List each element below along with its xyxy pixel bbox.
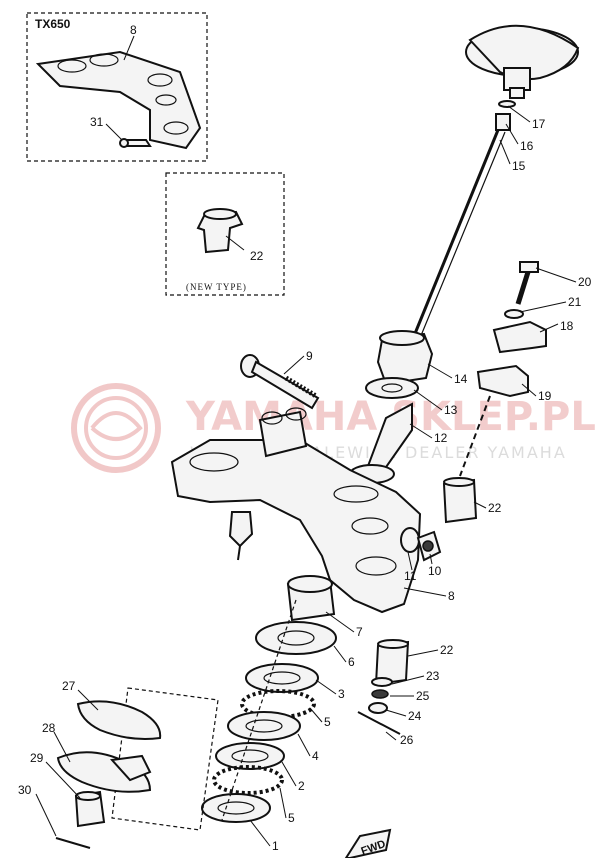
pinch-bolt bbox=[240, 354, 320, 410]
lower-bearing-stack bbox=[201, 575, 337, 823]
callout-8-main: 8 bbox=[448, 589, 455, 603]
callout-26: 26 bbox=[400, 733, 414, 747]
callout-22-fork: 22 bbox=[488, 501, 502, 515]
callout-10: 10 bbox=[428, 564, 442, 578]
left-lower-parts bbox=[55, 687, 219, 849]
watermark: YAMAHA SKLEP.PL WOJCIECH MALEWICZ DEALER… bbox=[71, 383, 596, 473]
callout-22-new-type: 22 bbox=[250, 249, 264, 263]
callout-18: 18 bbox=[560, 319, 574, 333]
callout-7: 7 bbox=[356, 625, 363, 639]
tx650-inset: TX650 bbox=[26, 12, 208, 162]
callout-28: 28 bbox=[42, 721, 56, 735]
callout-labels: 8 31 22 17 16 15 20 21 18 9 14 19 13 12 … bbox=[18, 23, 592, 853]
callout-29: 29 bbox=[30, 751, 44, 765]
callout-22-lower: 22 bbox=[440, 643, 454, 657]
callout-5-upper: 5 bbox=[324, 715, 331, 729]
callout-19: 19 bbox=[538, 389, 552, 403]
callout-14: 14 bbox=[454, 372, 468, 386]
callout-13: 13 bbox=[444, 403, 458, 417]
new-type-label: (NEW TYPE) bbox=[186, 282, 247, 292]
callout-3: 3 bbox=[338, 687, 345, 701]
callout-2: 2 bbox=[298, 779, 305, 793]
callout-4: 4 bbox=[312, 749, 319, 763]
callout-15: 15 bbox=[512, 159, 526, 173]
callout-11: 11 bbox=[404, 569, 417, 583]
new-type-inset: (NEW TYPE) bbox=[165, 172, 285, 296]
callout-25: 25 bbox=[416, 689, 430, 703]
callout-9: 9 bbox=[306, 349, 313, 363]
right-lower-small-parts bbox=[357, 639, 410, 735]
callout-16: 16 bbox=[520, 139, 534, 153]
callout-6: 6 bbox=[348, 655, 355, 669]
callout-27: 27 bbox=[62, 679, 76, 693]
callout-31: 31 bbox=[90, 115, 104, 129]
callout-1: 1 bbox=[272, 839, 279, 853]
damper-assembly bbox=[412, 24, 580, 339]
callout-20: 20 bbox=[578, 275, 592, 289]
leader-lines bbox=[35, 35, 577, 847]
callout-8-inset: 8 bbox=[130, 23, 137, 37]
callout-17: 17 bbox=[532, 117, 546, 131]
callout-24: 24 bbox=[408, 709, 422, 723]
center-upper-parts bbox=[349, 330, 434, 484]
callout-5-lower: 5 bbox=[288, 811, 295, 825]
callout-30: 30 bbox=[18, 783, 32, 797]
callout-12: 12 bbox=[434, 431, 448, 445]
callout-23: 23 bbox=[426, 669, 440, 683]
watermark-logo-icon bbox=[71, 383, 161, 473]
fwd-arrow: FWD bbox=[344, 828, 392, 858]
right-side-small-parts bbox=[442, 261, 547, 524]
variant-label: TX650 bbox=[35, 17, 71, 31]
callout-21: 21 bbox=[568, 295, 582, 309]
under-bracket bbox=[170, 407, 442, 614]
